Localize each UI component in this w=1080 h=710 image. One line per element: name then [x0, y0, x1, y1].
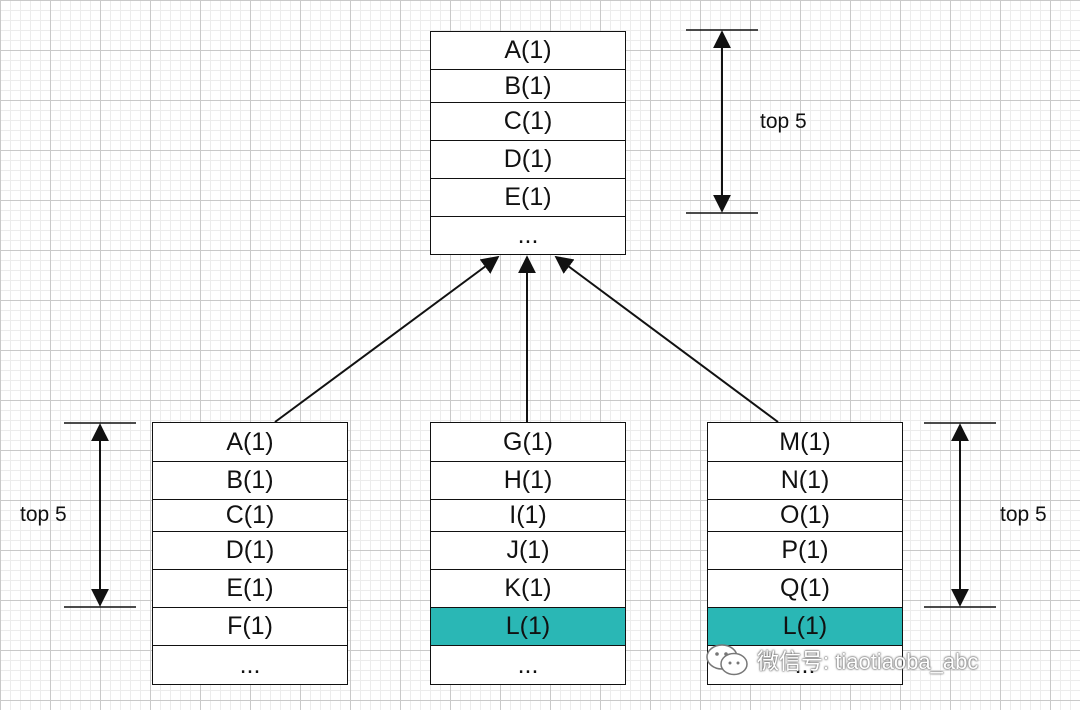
right-source-stack: M(1) N(1) O(1) P(1) Q(1) L(1) ...	[707, 422, 903, 685]
stack-cell: B(1)	[153, 462, 347, 500]
stack-cell: K(1)	[431, 570, 625, 608]
stack-cell: I(1)	[431, 500, 625, 532]
stack-cell: M(1)	[708, 423, 902, 462]
stack-cell-highlighted: L(1)	[708, 608, 902, 646]
middle-source-stack: G(1) H(1) I(1) J(1) K(1) L(1) ...	[430, 422, 626, 685]
stack-cell: ...	[517, 650, 539, 679]
wechat-icon	[706, 644, 748, 676]
left-bracket-label: top 5	[20, 503, 67, 526]
stack-cell: E(1)	[153, 570, 347, 608]
watermark: 微信号: tiaotiaoba_abc	[705, 643, 978, 677]
stack-cell: D(1)	[153, 532, 347, 570]
merged-top-stack: A(1) B(1) C(1) D(1) E(1) ...	[430, 31, 626, 255]
arrow-left-to-top	[274, 255, 500, 423]
stack-cell: P(1)	[708, 532, 902, 570]
top-bracket-label: top 5	[760, 110, 807, 133]
stack-cell: G(1)	[431, 423, 625, 462]
stack-cell: A(1)	[431, 32, 625, 70]
stack-cell: ...	[517, 221, 539, 249]
stack-cell: Q(1)	[708, 570, 902, 608]
stack-cell: C(1)	[153, 500, 347, 532]
right-bracket-label: top 5	[1000, 503, 1047, 526]
stack-cell: H(1)	[431, 462, 625, 500]
stack-cell: B(1)	[431, 70, 625, 103]
stack-cell: ...	[794, 650, 816, 679]
stack-cell: A(1)	[153, 423, 347, 462]
stack-cell: J(1)	[431, 532, 625, 570]
stack-cell: C(1)	[431, 103, 625, 141]
stack-cell: N(1)	[708, 462, 902, 500]
watermark-text: 微信号: tiaotiaoba_abc	[757, 649, 979, 674]
stack-cell: E(1)	[431, 179, 625, 217]
left-source-stack: A(1) B(1) C(1) D(1) E(1) F(1) ...	[152, 422, 348, 685]
stack-cell: F(1)	[153, 608, 347, 646]
stack-cell: ...	[239, 650, 261, 679]
stack-cell: O(1)	[708, 500, 902, 532]
stack-cell: D(1)	[431, 141, 625, 179]
arrow-right-to-top	[554, 255, 779, 423]
stack-cell-highlighted: L(1)	[431, 608, 625, 646]
